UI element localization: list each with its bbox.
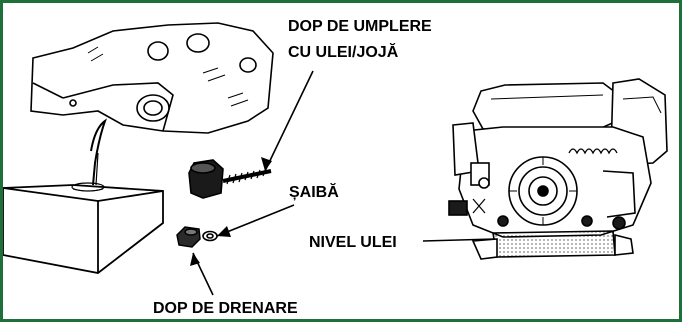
arrowhead-washer — [217, 226, 231, 237]
arrowhead-drain-plug — [190, 253, 200, 266]
crankcase-corner-illustration — [30, 22, 274, 186]
label-oil-level: NIVEL ULEI — [309, 234, 397, 251]
washer-ring — [202, 230, 218, 242]
arrowhead-fill-cap — [261, 157, 272, 171]
leader-fill-cap — [264, 70, 314, 172]
leader-lines — [192, 70, 496, 296]
fill-cap-dipstick — [188, 159, 272, 199]
leader-oil-level — [422, 238, 496, 242]
leader-arrowheads — [190, 157, 272, 266]
oil-service-diagram: DOP DE UMPLERE CU ULEI/JOJĂ ȘAIBĂ NIVEL … — [3, 18, 668, 317]
leader-washer — [216, 204, 295, 237]
label-fill-cap-line1: DOP DE UMPLERE — [288, 18, 432, 35]
engine-illustration — [448, 78, 668, 260]
oil-drain-tray — [3, 182, 164, 274]
label-fill-cap-line2: CU ULEI/JOJĂ — [288, 42, 399, 61]
label-washer: ȘAIBĂ — [289, 182, 339, 201]
label-drain-plug: DOP DE DRENARE — [153, 300, 298, 317]
drain-plug — [176, 226, 201, 248]
